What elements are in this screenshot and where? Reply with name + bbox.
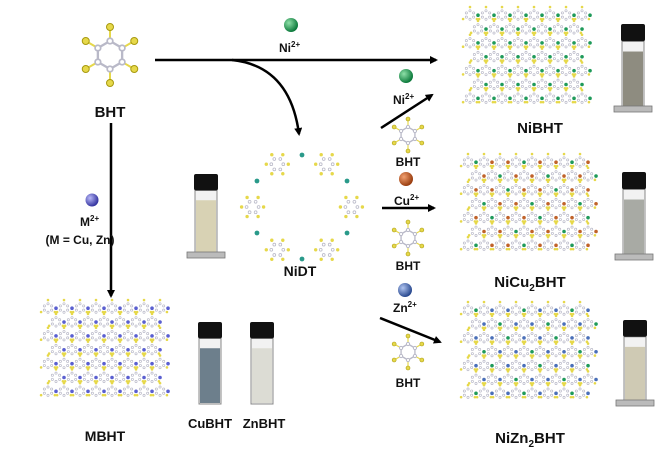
bht-label-1: BHT bbox=[396, 155, 421, 169]
bht-label: BHT bbox=[95, 104, 126, 121]
m-note-label: (M = Cu, Zn) bbox=[46, 233, 115, 247]
bht-molecule-small bbox=[391, 333, 425, 371]
bht-molecule-small bbox=[391, 116, 425, 154]
nicu2bht-vial bbox=[614, 172, 654, 261]
bht-label-2: BHT bbox=[396, 259, 421, 273]
nizn2bht-vial bbox=[615, 320, 655, 407]
bht-molecule bbox=[81, 23, 139, 87]
nicu2bht-label: NiCu2BHT bbox=[494, 274, 565, 294]
copper-ion-icon bbox=[399, 172, 413, 186]
nizn2bht-label: NiZn2BHT bbox=[495, 430, 565, 450]
arrows bbox=[107, 56, 442, 344]
cubht-vial bbox=[198, 322, 222, 405]
nickel-ion-icon bbox=[399, 69, 413, 83]
arrow-nidt-to-nibht bbox=[380, 93, 434, 130]
arrow-nidt-to-nizn2bht bbox=[379, 316, 442, 344]
nibht-lattice bbox=[461, 5, 592, 104]
nibht-label: NiBHT bbox=[517, 120, 563, 137]
cubht-label: CuBHT bbox=[188, 416, 232, 431]
zinc-ion-icon bbox=[398, 283, 412, 297]
bht-label-3: BHT bbox=[396, 376, 421, 390]
zn-ion-label: Zn2+ bbox=[393, 300, 417, 315]
mbht-label: MBHT bbox=[85, 428, 126, 444]
metal-ion-icon bbox=[85, 193, 99, 207]
ni-ion-label-right: Ni2+ bbox=[393, 92, 414, 107]
nickel-ion-icon bbox=[284, 18, 298, 32]
znbht-vial bbox=[250, 322, 274, 405]
nicu2bht-lattice bbox=[459, 152, 598, 251]
ni-ion-label-top: Ni2+ bbox=[279, 40, 300, 55]
mbht-lattice bbox=[39, 298, 170, 397]
znbht-label: ZnBHT bbox=[243, 416, 286, 431]
nidt-vial bbox=[186, 174, 226, 259]
m-ion-label: M2+ bbox=[80, 214, 99, 229]
cu-ion-label: Cu2+ bbox=[394, 193, 419, 208]
nibht-vial bbox=[613, 24, 653, 113]
bht-molecule-small bbox=[391, 219, 425, 257]
nizn2bht-lattice bbox=[459, 300, 598, 399]
arrow-bht-to-nidt bbox=[231, 58, 303, 136]
nidt-label: NiDT bbox=[284, 263, 317, 279]
nidt-ring-structure bbox=[239, 152, 365, 262]
